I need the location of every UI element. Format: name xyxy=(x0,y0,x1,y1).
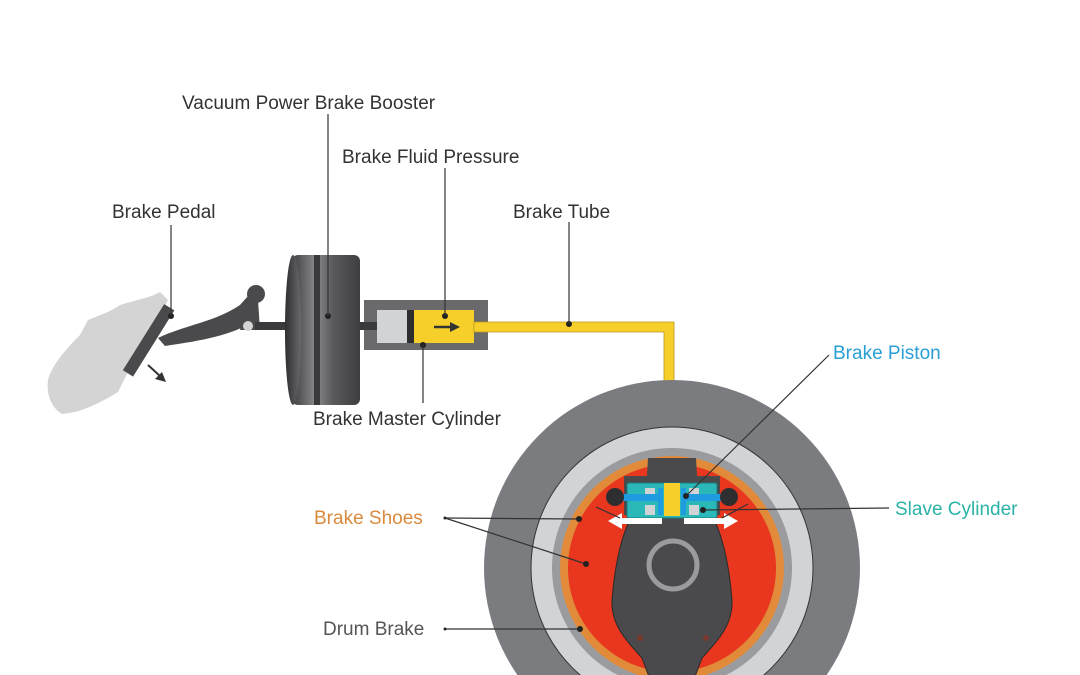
foot-shape xyxy=(47,292,168,414)
shoe-pivot-left xyxy=(606,488,624,506)
pedal-motion-arrow-icon xyxy=(147,364,166,382)
leader-dots xyxy=(443,493,706,632)
leader-lines xyxy=(170,114,890,630)
piston-right xyxy=(681,488,686,515)
pedal-pivot-knob xyxy=(247,285,265,303)
pedal-arm xyxy=(158,296,258,346)
shoe-pivot-right xyxy=(720,488,738,506)
vacuum-booster xyxy=(285,255,360,405)
label-brake-master-cylinder: Brake Master Cylinder xyxy=(313,409,502,430)
label-brake-piston: Brake Piston xyxy=(833,343,941,364)
label-brake-shoes: Brake Shoes xyxy=(314,508,423,529)
pushrod xyxy=(255,322,291,330)
drum-brake-assembly xyxy=(484,380,860,675)
fluid-chamber xyxy=(664,483,680,516)
pedal-pad xyxy=(122,304,175,377)
label-brake-fluid-pressure: Brake Fluid Pressure xyxy=(342,147,519,168)
piston-left xyxy=(658,488,663,515)
label-slave-cylinder: Slave Cylinder xyxy=(895,499,1018,520)
pedal-pin xyxy=(243,321,253,331)
fluid-flow-arrow-icon xyxy=(434,322,460,332)
label-drum-brake: Drum Brake xyxy=(323,619,424,640)
backing-plate xyxy=(611,514,733,675)
shoe-pin-right xyxy=(703,635,709,641)
label-brake-pedal: Brake Pedal xyxy=(112,202,216,223)
hub-ring xyxy=(646,538,700,592)
master-cylinder xyxy=(360,300,488,350)
label-vacuum-power-brake-booster: Vacuum Power Brake Booster xyxy=(182,93,436,114)
label-brake-tube: Brake Tube xyxy=(513,202,610,223)
shoe-pin-left xyxy=(637,635,643,641)
